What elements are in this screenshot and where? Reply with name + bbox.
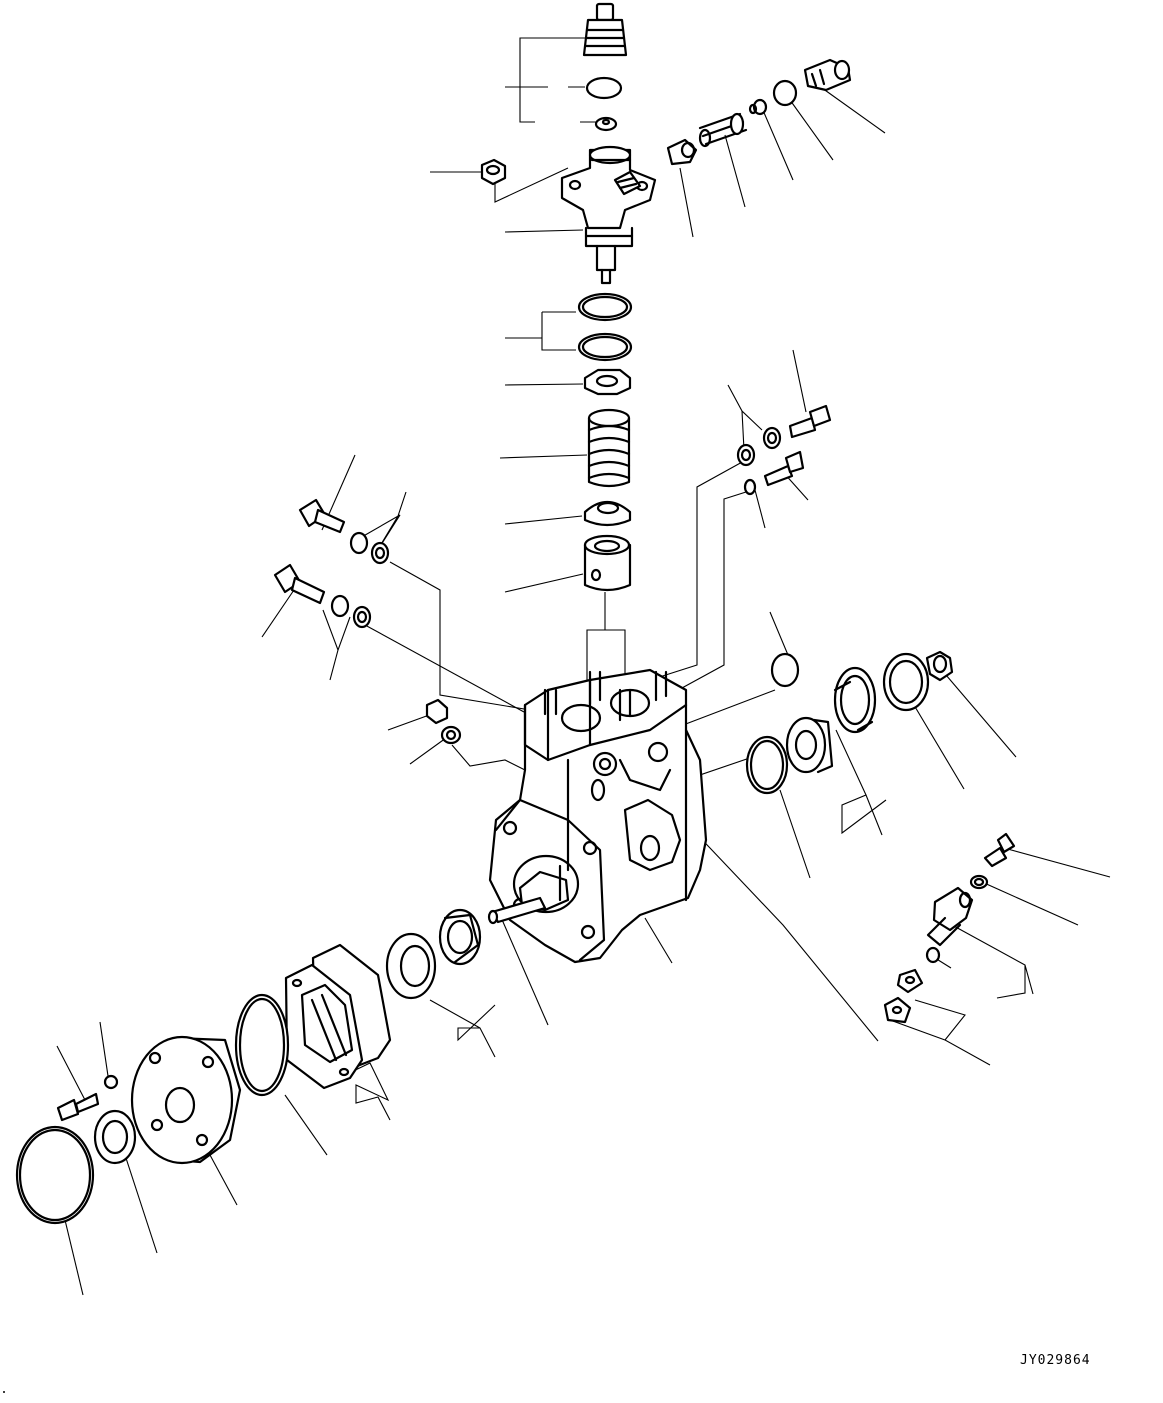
bearing-right bbox=[785, 716, 834, 774]
pump-housing bbox=[488, 668, 708, 964]
ball-valve bbox=[748, 98, 768, 116]
nut-and-washer-left bbox=[425, 698, 462, 745]
o-ring-right-top bbox=[770, 652, 800, 688]
bearing-race-left bbox=[385, 932, 437, 1000]
o-ring-front-cover bbox=[15, 1125, 95, 1225]
bolt-top-right bbox=[788, 404, 832, 439]
bearing-race-right bbox=[833, 666, 877, 734]
sensor-plates bbox=[883, 968, 924, 1024]
o-ring-small bbox=[585, 76, 623, 100]
spring-seat-lower bbox=[583, 500, 632, 527]
oil-seal bbox=[93, 1109, 137, 1165]
bolt-upper-left bbox=[298, 498, 390, 565]
spring-seat-upper bbox=[583, 368, 632, 396]
nut-right bbox=[925, 650, 954, 682]
bearing-left bbox=[438, 908, 482, 966]
stud-bolt bbox=[743, 450, 805, 496]
drive-coupling bbox=[130, 1035, 242, 1165]
drive-shaft bbox=[487, 864, 570, 925]
corner-mark bbox=[3, 1391, 5, 1393]
bolt-lower-right bbox=[983, 832, 1016, 868]
valve-plug bbox=[666, 138, 698, 166]
ball-small bbox=[925, 946, 941, 964]
delivery-valve-holder bbox=[582, 2, 628, 57]
plunger-spring bbox=[587, 408, 631, 488]
o-rings-pair bbox=[577, 292, 633, 362]
cap-screw bbox=[56, 1074, 119, 1122]
drawing-number: JY029864 bbox=[1020, 1353, 1091, 1368]
valve-seat bbox=[594, 116, 618, 132]
gaskets-square bbox=[284, 943, 392, 1090]
pump-element-housing bbox=[560, 145, 657, 285]
gasket-round bbox=[772, 79, 798, 107]
bolt-mid-left bbox=[273, 563, 372, 629]
speed-sensor bbox=[926, 886, 974, 947]
tappet bbox=[583, 534, 632, 592]
o-ring-large-right bbox=[745, 735, 789, 795]
shim-right bbox=[882, 652, 930, 712]
washers-top-right bbox=[736, 426, 782, 467]
o-ring-large-left bbox=[234, 993, 290, 1097]
overflow-valve-plug bbox=[803, 58, 852, 92]
washer-lower-right bbox=[969, 874, 989, 890]
flange-nut bbox=[480, 158, 507, 186]
valve-spring bbox=[698, 112, 748, 148]
